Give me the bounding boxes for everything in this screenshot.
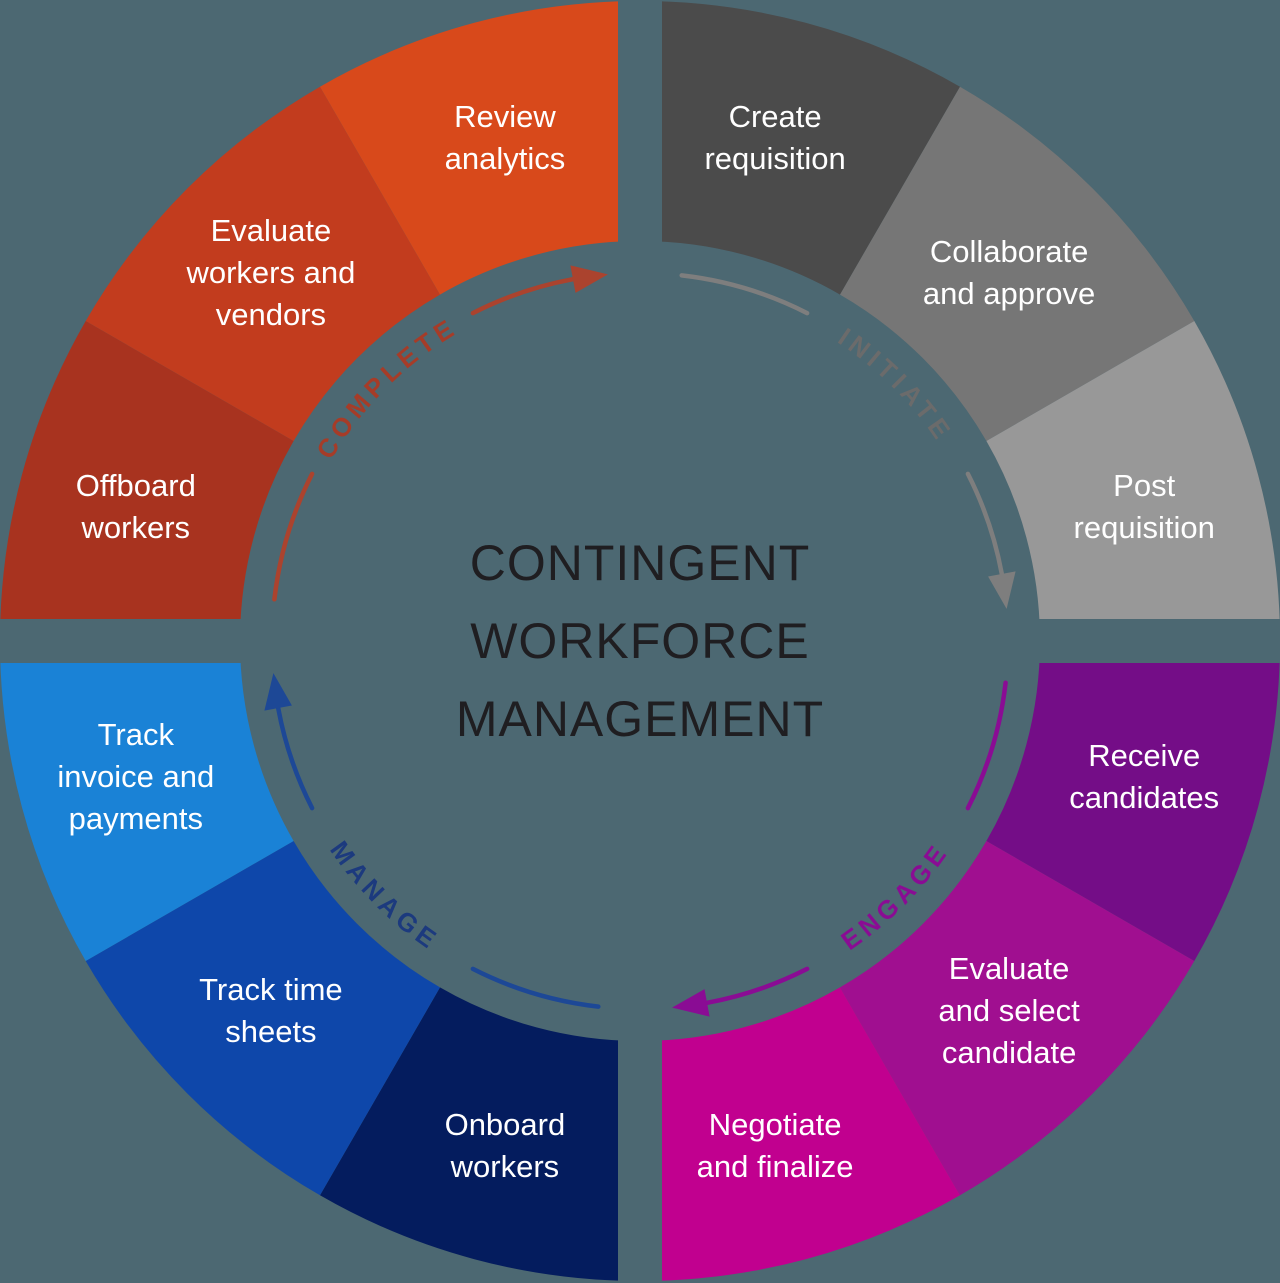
engage-arrow-head-arc — [704, 966, 810, 1006]
manage-arrow-head-arc — [275, 705, 315, 811]
engage-arrow-tail-arc — [965, 680, 1008, 811]
segment-evaluate-workers-and-vendors — [85, 86, 440, 441]
segment-evaluate-and-select-candidate — [840, 841, 1195, 1196]
center-title: CONTINGENT WORKFORCE MANAGEMENT — [456, 535, 824, 747]
complete-arrow-head-arc — [470, 276, 576, 316]
segment-collaborate-and-approve — [840, 86, 1195, 441]
segment-receive-candidates — [986, 641, 1280, 961]
segment-track-invoice-and-payments — [0, 641, 294, 961]
segment-offboard-workers — [0, 321, 294, 641]
segment-negotiate-and-finalize — [640, 987, 960, 1281]
center-title-line-2: WORKFORCE — [470, 613, 810, 669]
manage-arrow-tail-arc — [470, 966, 601, 1009]
center-title-line-3: MANAGEMENT — [456, 691, 824, 747]
segment-create-requisition — [640, 0, 960, 295]
segment-post-requisition — [986, 321, 1280, 641]
arrows-layer — [264, 265, 1016, 1017]
initiate-arrowhead — [988, 571, 1016, 609]
complete-arrow — [272, 265, 608, 602]
segment-onboard-workers — [320, 987, 640, 1282]
initiate-arrow-tail-arc — [679, 273, 810, 316]
complete-arrowhead — [570, 265, 608, 293]
complete-arrow-tail-arc — [272, 471, 315, 602]
manage-arrowhead — [264, 673, 292, 711]
initiate-arrow — [679, 273, 1016, 609]
engage-arrow — [672, 680, 1008, 1017]
segment-track-time-sheets — [85, 841, 440, 1196]
quadrant-gap-vertical — [618, 0, 662, 1283]
initiate-arrow-head-arc — [965, 471, 1005, 577]
center-title-line-1: CONTINGENT — [470, 535, 811, 591]
segment-review-analytics — [320, 0, 640, 295]
engage-arrowhead — [672, 989, 710, 1017]
manage-arrow — [264, 673, 601, 1009]
